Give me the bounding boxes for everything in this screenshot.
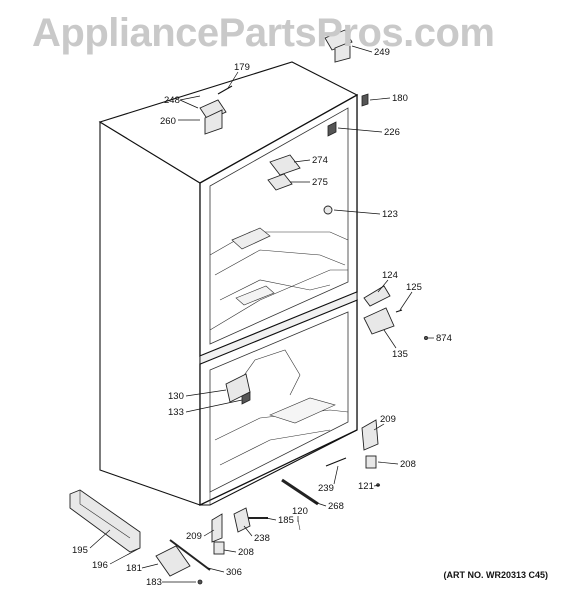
callout-label: 130 [168,391,184,402]
callout-label: 181 [126,563,142,574]
callout-label: 306 [226,567,242,578]
callout-label: 226 [384,127,400,138]
callout-label: 260 [160,116,176,127]
callout-label: 249 [374,47,390,58]
part-306 [169,539,211,571]
callout-label: 180 [392,93,408,104]
callout-label: 135 [392,349,408,360]
part-133 [241,391,251,405]
part-874 [423,335,428,340]
callout-label: 238 [254,533,270,544]
part-209-left [211,513,223,543]
callout-label: 125 [406,282,422,293]
part-239 [325,457,347,467]
part-208-right [365,455,377,469]
art-number: (ART NO. WR20313 C45) [443,570,548,580]
callout-label: 274 [312,155,328,166]
callout-label: 124 [382,270,398,281]
part-180 [361,93,369,107]
callout-label: 208 [238,547,254,558]
callout-label: 239 [318,483,334,494]
part-226 [327,121,337,137]
leader-lines [89,45,434,583]
callout-label: 123 [382,209,398,220]
callout-label: 874 [436,333,452,344]
watermark: AppliancePartsPros.com [32,11,495,55]
part-125 [395,309,403,313]
part-208-left [213,541,225,555]
cabinet [98,61,359,507]
callout-label: 196 [92,560,108,571]
callout-label: 179 [234,62,250,73]
part-123 [323,205,333,215]
callout-label: 275 [312,177,328,188]
part-274 [269,154,301,176]
part-209-right [361,419,379,451]
part-183 [197,579,203,585]
callout-label: 120 [292,506,308,517]
part-181 [155,545,191,577]
part-275 [267,173,293,191]
callout-label: 185 [278,515,294,526]
hinge-top-assembly [199,85,233,135]
part-238 [233,507,251,533]
part-268 [281,478,319,506]
callout-label: 209 [186,531,202,542]
callout-label: 208 [400,459,416,470]
callout-label: 209 [380,414,396,425]
callout-label: 268 [328,501,344,512]
callout-label: 183 [146,577,162,588]
callout-label: 121 [358,481,374,492]
callout-labels: 179 248 260 249 180 226 274 275 123 124 … [72,47,452,588]
callout-label: 195 [72,545,88,556]
callout-label: 248 [164,95,180,106]
hinge-top-right [324,29,353,63]
part-135 [363,307,395,335]
callout-label: 133 [168,407,184,418]
part-124 [363,285,391,307]
